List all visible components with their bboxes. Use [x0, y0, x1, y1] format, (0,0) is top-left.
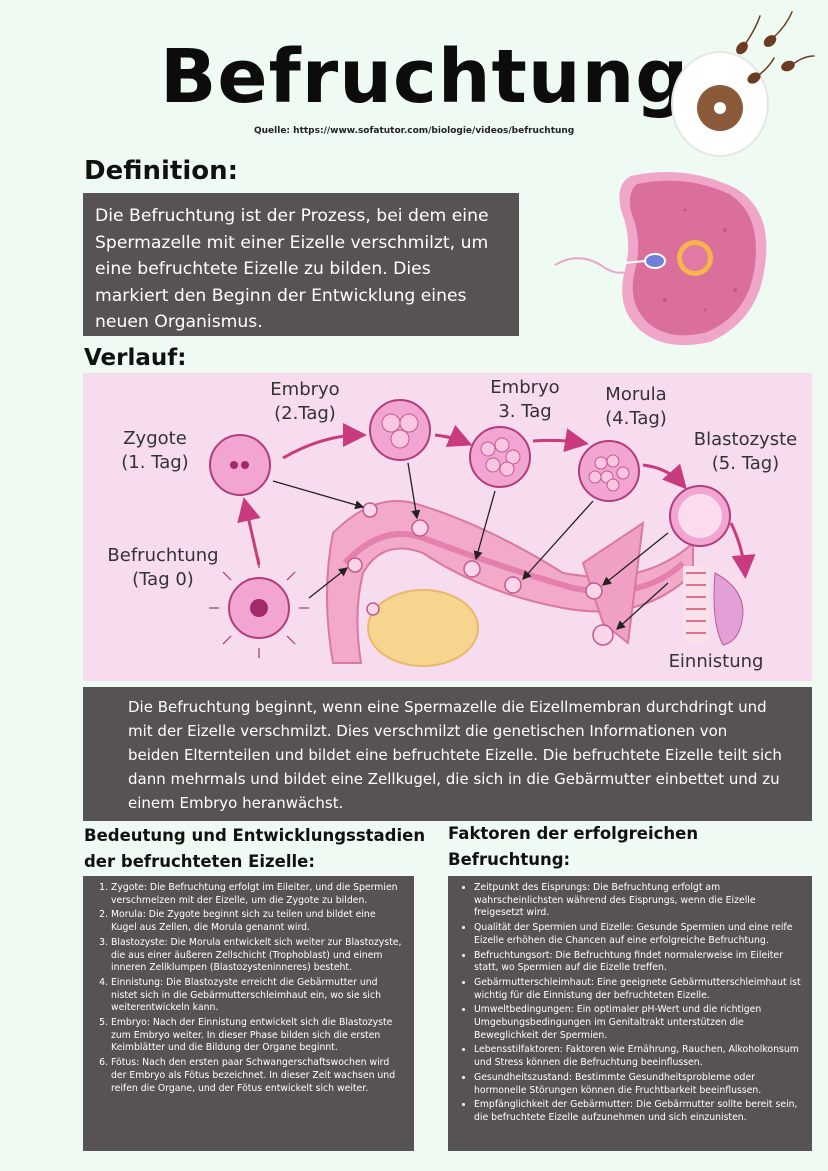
list-item: Zeitpunkt des Eisprungs: Die Befruchtung… — [474, 882, 802, 920]
bedeutung-list: Zygote: Die Befruchtung erfolgt im Eilei… — [89, 882, 404, 1095]
source-citation: Quelle: https://www.sofatutor.com/biolog… — [254, 126, 575, 136]
label-befruchtung: Befruchtung (Tag 0) — [107, 545, 219, 590]
list-item: Gebärmutterschleimhaut: Eine geeignete G… — [474, 977, 802, 1002]
label-embryo-day2: Embryo (2.Tag) — [270, 379, 340, 424]
list-item: Qualität der Spermien und Eizelle: Gesun… — [474, 922, 802, 947]
verlauf-description: Die Befruchtung beginnt, wenn eine Sperm… — [83, 687, 812, 821]
bedeutung-heading: Bedeutung und Entwicklungsstadien der be… — [84, 826, 426, 871]
faktoren-heading: Faktoren der erfolgreichen Befruchtung: — [448, 824, 699, 869]
label-blastozyste: Blastozyste (5. Tag) — [693, 429, 798, 474]
bedeutung-list-box: Zygote: Die Befruchtung erfolgt im Eilei… — [83, 876, 414, 1151]
list-item: Einnistung: Die Blastozyste erreicht die… — [111, 977, 404, 1015]
page-title: Befruchtung — [160, 34, 690, 120]
list-item: Gesundheitszustand: Bestimmte Gesundheit… — [474, 1072, 802, 1097]
list-item: Fötus: Nach den ersten paar Schwangersch… — [111, 1057, 404, 1095]
faktoren-list: Zeitpunkt des Eisprungs: Die Befruchtung… — [452, 882, 802, 1125]
list-item: Empfänglichkeit der Gebärmutter: Die Geb… — [474, 1099, 802, 1124]
label-embryo-day3: Embryo 3. Tag — [490, 377, 560, 422]
list-item: Befruchtungsort: Die Befruchtung findet … — [474, 950, 802, 975]
list-item: Umweltbedingungen: Ein optimaler pH-Wert… — [474, 1004, 802, 1042]
uterus-diagram-icon — [209, 399, 756, 667]
label-einnistung: Einnistung — [668, 651, 764, 672]
list-item: Zygote: Die Befruchtung erfolgt im Eilei… — [111, 882, 404, 907]
definition-text: Die Befruchtung ist der Prozess, bei dem… — [83, 193, 519, 336]
label-morula: Morula (4.Tag) — [605, 384, 667, 429]
list-item: Lebensstilfaktoren: Faktoren wie Ernähru… — [474, 1044, 802, 1069]
definition-heading: Definition: — [84, 156, 239, 186]
list-item: Morula: Die Zygote beginnt sich zu teile… — [111, 909, 404, 934]
egg-sperm-illustration-icon — [671, 11, 815, 157]
label-zygote: Zygote (1. Tag) — [121, 428, 189, 473]
list-item: Embryo: Nach der Einnistung entwickelt s… — [111, 1017, 404, 1055]
verlauf-heading: Verlauf: — [84, 345, 187, 371]
list-item: Blastozyste: Die Morula entwickelt sich … — [111, 937, 404, 975]
egg-cell-sperm-illustration-icon — [554, 172, 767, 346]
faktoren-list-box: Zeitpunkt des Eisprungs: Die Befruchtung… — [448, 876, 812, 1151]
